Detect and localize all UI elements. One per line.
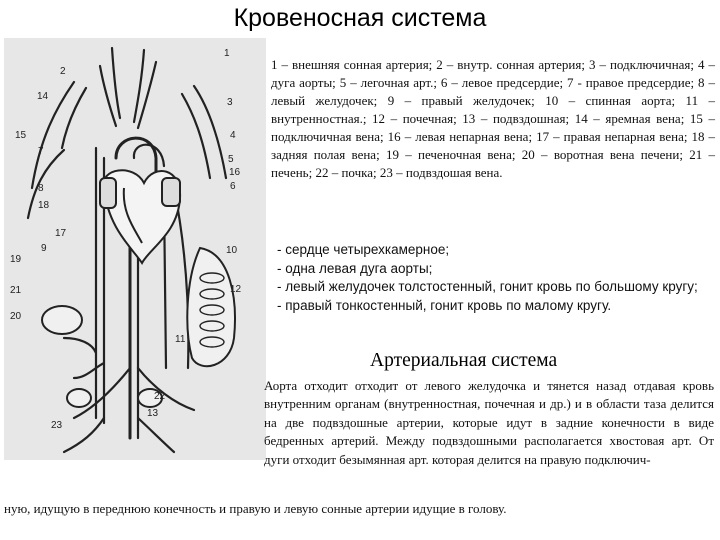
liver (41, 305, 83, 335)
figure-label-9: 9 (41, 243, 47, 254)
vessel-hepatic (72, 361, 106, 380)
heart (99, 169, 182, 265)
intestine-loop-5 (199, 336, 225, 348)
figure-label-1: 1 (224, 48, 230, 59)
figure-label-12: 12 (230, 284, 242, 295)
figure-label-4: 4 (230, 130, 236, 141)
figure-label-21: 21 (10, 285, 22, 296)
figure-label-22: 22 (154, 391, 166, 402)
intestine-loop-4 (199, 320, 225, 332)
circulatory-system-figure: 1 2 14 3 15 4 5 16 6 7 8 18 17 9 10 19 2… (4, 38, 266, 460)
slide-title: Кровеносная система (233, 4, 487, 32)
figure-label-3: 3 (227, 97, 233, 108)
vessel-iliac-vein-left (62, 416, 106, 454)
section-heading: Артериальная система (370, 350, 558, 371)
vessel-carotid-left (110, 46, 122, 120)
vessel-pulmonary (132, 143, 166, 168)
vessel-iliac-vein-right (136, 416, 176, 454)
vessel-carotid-right (132, 48, 146, 124)
figure-label-14: 14 (37, 91, 49, 102)
heart-left-atrium (161, 177, 181, 207)
intestine (186, 246, 236, 368)
figure-label-6: 6 (230, 181, 236, 192)
vessel-arm-left (26, 148, 66, 220)
list-item: - одна левая дуга аорты; (277, 260, 433, 276)
intestine-loop-3 (199, 304, 225, 316)
arterial-paragraph-tail: ную, идущую в переднюю конечность и прав… (4, 501, 507, 516)
intestine-loop-2 (199, 288, 225, 300)
heart-septum (122, 187, 143, 244)
vessel-carotid-inner (98, 64, 118, 128)
figure-label-11: 11 (175, 334, 186, 345)
heart-right-atrium (99, 177, 117, 209)
vessel-portal (62, 336, 98, 355)
figure-label-15: 15 (15, 130, 27, 141)
vessel-jugular-left (60, 86, 88, 150)
vessel-subclavian-vein-left (30, 80, 76, 190)
list-item: - сердце четырехкамерное; (277, 242, 450, 257)
kidney-right (137, 388, 163, 408)
kidney-left (66, 388, 92, 408)
figure-label-20: 20 (10, 311, 22, 322)
vessel-aortic-arch (114, 136, 158, 200)
figure-label-7: 7 (38, 146, 44, 157)
vessel-iliac-right (136, 366, 196, 412)
figure-label-18: 18 (38, 200, 50, 211)
intestine-loop-1 (199, 272, 225, 284)
arterial-paragraph: Аорта отходит отходит от левого желудочк… (264, 378, 714, 467)
figure-label-17: 17 (55, 228, 67, 239)
figure-label-13: 13 (147, 408, 159, 419)
vessel-subclavian-right-2 (180, 92, 212, 180)
figure-label-10: 10 (226, 245, 238, 256)
figure-legend: 1 – внешняя сонная артерия; 2 – внутр. с… (271, 57, 715, 180)
heart-features-list: - сердце четырехкамерное; - одна левая д… (277, 241, 713, 315)
vessel-subclavian-right (192, 84, 228, 180)
figure-label-19: 19 (10, 254, 22, 265)
figure-label-2: 2 (60, 66, 66, 77)
vessel-jugular-right (136, 60, 158, 130)
figure-label-5: 5 (228, 154, 234, 165)
circulatory-diagram: 1 2 14 3 15 4 5 16 6 7 8 18 17 9 10 19 2… (10, 46, 242, 454)
list-item: - правый тонкостенный, гонит кровь по ма… (277, 297, 612, 313)
vessel-iliac-left (72, 366, 132, 420)
figure-label-23: 23 (51, 420, 63, 431)
list-item: - левый желудочек толстостенный, гонит к… (277, 279, 698, 294)
figure-label-16: 16 (229, 167, 241, 178)
figure-label-8: 8 (38, 183, 44, 194)
